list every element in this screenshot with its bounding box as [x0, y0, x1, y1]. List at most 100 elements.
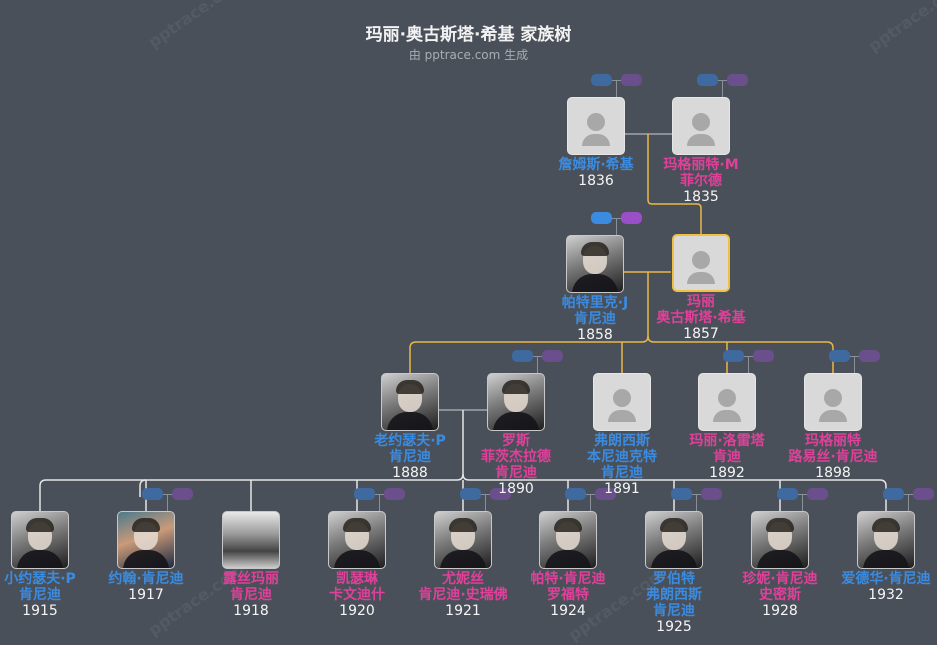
birth-year: 1857 — [683, 326, 719, 342]
spouse-pill-male[interactable] — [460, 488, 481, 500]
person-node-eunice-kennedy-shriver[interactable]: 尤妮丝肯尼迪·史瑞佛 1921 — [410, 511, 516, 619]
spouse-pill-female[interactable] — [913, 488, 934, 500]
avatar-placeholder — [698, 373, 756, 431]
birth-year: 1858 — [577, 327, 613, 343]
person-node-margaret-louise-kennedy[interactable]: 玛格丽特路易丝·肯尼迪 1898 — [780, 373, 886, 481]
person-name: 约翰·肯尼迪 — [108, 571, 184, 587]
avatar-placeholder — [804, 373, 862, 431]
spouse-pill-male[interactable] — [565, 488, 586, 500]
birth-year: 1836 — [578, 173, 614, 189]
person-node-james-hickey[interactable]: 詹姆斯·希基 1836 — [543, 97, 649, 189]
avatar-placeholder — [567, 97, 625, 155]
avatar-photo — [328, 511, 386, 569]
person-node-rosemary-kennedy[interactable]: 露丝玛丽肯尼迪 1918 — [198, 511, 304, 619]
spouse-pill-male[interactable] — [671, 488, 692, 500]
person-name: 珍妮·肯尼迪史密斯 — [742, 571, 818, 603]
person-name: 弗朗西斯本尼迪克特肯尼迪 — [587, 433, 657, 481]
person-name: 露丝玛丽肯尼迪 — [223, 571, 279, 603]
birth-year: 1888 — [392, 465, 428, 481]
person-silhouette-icon — [824, 389, 842, 407]
birth-year: 1835 — [683, 189, 719, 205]
avatar-photo — [381, 373, 439, 431]
mother-pill[interactable] — [621, 74, 642, 86]
birth-year: 1915 — [22, 603, 58, 619]
father-pill[interactable] — [591, 212, 612, 224]
spouse-pill-female[interactable] — [384, 488, 405, 500]
birth-year: 1920 — [339, 603, 375, 619]
page-subtitle: 由 pptrace.com 生成 — [408, 48, 529, 62]
father-pill[interactable] — [512, 350, 533, 362]
person-name: 爱德华·肯尼迪 — [841, 571, 931, 587]
mother-pill[interactable] — [621, 212, 642, 224]
person-name: 玛丽奥古斯塔·希基 — [656, 294, 746, 326]
spouse-pill-female[interactable] — [172, 488, 193, 500]
father-pill[interactable] — [723, 350, 744, 362]
avatar-photo — [751, 511, 809, 569]
person-node-patricia-kennedy-lawford[interactable]: 帕特·肯尼迪罗福特 1924 — [515, 511, 621, 619]
page-title: 玛丽·奥古斯塔·希基 家族树 — [365, 25, 572, 45]
avatar-photo — [11, 511, 69, 569]
mother-pill[interactable] — [859, 350, 880, 362]
person-node-francis-kennedy[interactable]: 弗朗西斯本尼迪克特肯尼迪 1891 — [569, 373, 675, 497]
person-name: 尤妮丝肯尼迪·史瑞佛 — [418, 571, 508, 603]
person-silhouette-icon — [692, 113, 710, 131]
spouse-pill-female[interactable] — [595, 488, 616, 500]
father-pill[interactable] — [829, 350, 850, 362]
birth-year: 1917 — [128, 587, 164, 603]
person-name: 玛格丽特路易丝·肯尼迪 — [788, 433, 878, 465]
birth-year: 1932 — [868, 587, 904, 603]
person-silhouette-icon — [587, 113, 605, 131]
avatar-photo — [645, 511, 703, 569]
father-pill[interactable] — [591, 74, 612, 86]
spouse-pill-male[interactable] — [883, 488, 904, 500]
spouse-pill-male[interactable] — [142, 488, 163, 500]
person-node-john-kennedy[interactable]: 约翰·肯尼迪 1917 — [93, 511, 199, 603]
person-node-robert-kennedy[interactable]: 罗伯特弗朗西斯肯尼迪 1925 — [621, 511, 727, 635]
person-name: 詹姆斯·希基 — [558, 157, 634, 173]
birth-year: 1892 — [709, 465, 745, 481]
birth-year: 1925 — [656, 619, 692, 635]
avatar-placeholder — [672, 97, 730, 155]
person-name: 帕特·肯尼迪罗福特 — [530, 571, 606, 603]
avatar-photo — [857, 511, 915, 569]
spouse-pill-female[interactable] — [701, 488, 722, 500]
person-node-rose-kennedy[interactable]: 罗斯菲茨杰拉德肯尼迪 1890 — [463, 373, 569, 497]
mother-pill[interactable] — [753, 350, 774, 362]
person-node-jean-kennedy-smith[interactable]: 珍妮·肯尼迪史密斯 1928 — [727, 511, 833, 619]
spouse-pill-male[interactable] — [354, 488, 375, 500]
person-name: 罗斯菲茨杰拉德肯尼迪 — [481, 433, 551, 481]
spouse-pill-female[interactable] — [807, 488, 828, 500]
person-silhouette-icon — [692, 251, 710, 269]
person-node-mary-augusta-hickey[interactable]: 玛丽奥古斯塔·希基 1857 — [648, 234, 754, 342]
person-silhouette-icon — [613, 389, 631, 407]
person-name: 凯瑟琳卡文迪什 — [329, 571, 385, 603]
birth-year: 1921 — [445, 603, 481, 619]
spouse-pill-female[interactable] — [490, 488, 511, 500]
avatar-photo — [566, 235, 624, 293]
person-node-edward-kennedy[interactable]: 爱德华·肯尼迪 1932 — [833, 511, 937, 603]
spouse-pill-male[interactable] — [777, 488, 798, 500]
person-name: 罗伯特弗朗西斯肯尼迪 — [646, 571, 702, 619]
father-pill[interactable] — [697, 74, 718, 86]
person-node-kathleen-cavendish[interactable]: 凯瑟琳卡文迪什 1920 — [304, 511, 410, 619]
person-node-mary-loretta-kennedy[interactable]: 玛丽·洛雷塔肯迪 1892 — [674, 373, 780, 481]
avatar-placeholder-focused — [672, 234, 730, 292]
birth-year: 1928 — [762, 603, 798, 619]
birth-year: 1898 — [815, 465, 851, 481]
birth-year: 1891 — [604, 481, 640, 497]
mother-pill[interactable] — [727, 74, 748, 86]
mother-pill[interactable] — [542, 350, 563, 362]
avatar-placeholder — [593, 373, 651, 431]
person-name: 玛丽·洛雷塔肯迪 — [689, 433, 765, 465]
avatar-photo — [117, 511, 175, 569]
avatar-photo — [222, 511, 280, 569]
